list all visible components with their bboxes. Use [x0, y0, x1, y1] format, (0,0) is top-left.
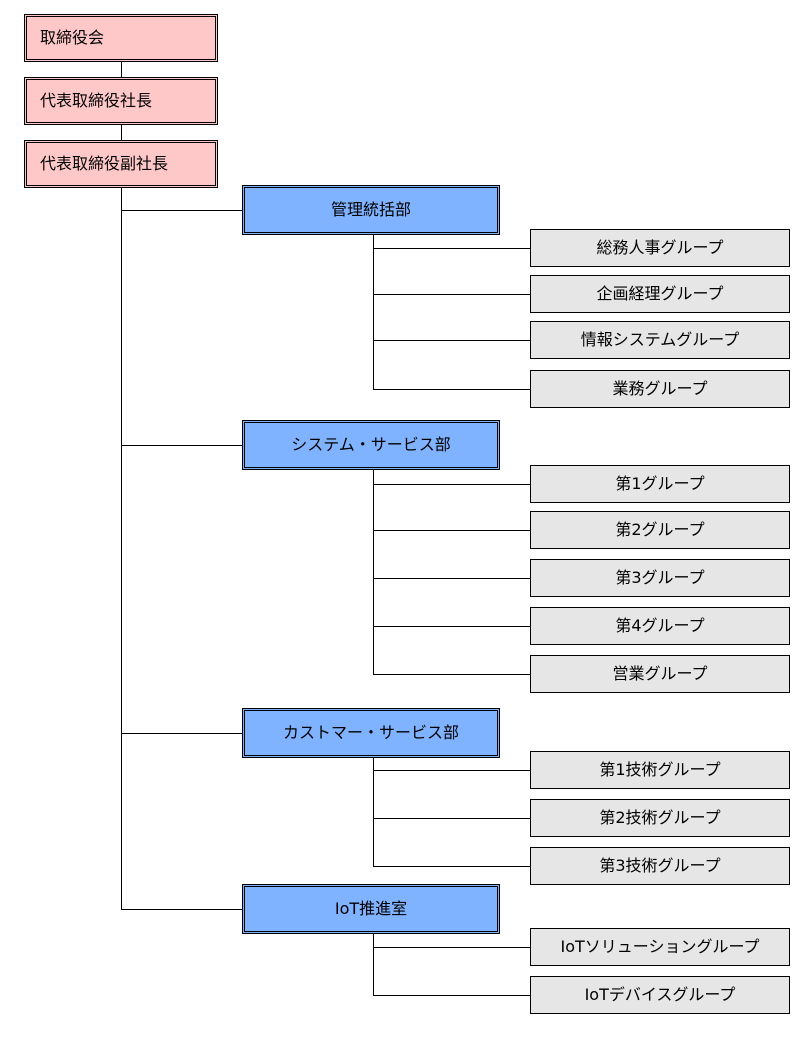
group-box-3-2: 第2技術グループ — [530, 799, 790, 837]
department-branch-line-2 — [121, 445, 242, 446]
department-box-1-label: 管理統括部 — [330, 200, 411, 219]
group-branch-line-2-1 — [373, 484, 530, 485]
group-box-2-1: 第1グループ — [530, 465, 790, 503]
group-branch-line-3-3 — [373, 866, 530, 867]
group-box-4-2-label: IoTデバイスグループ — [584, 985, 736, 1004]
group-box-2-1-label: 第1グループ — [615, 474, 705, 493]
group-box-3-1-label: 第1技術グループ — [599, 760, 721, 779]
department-3-vertical-line — [373, 758, 374, 867]
group-box-2-2: 第2グループ — [530, 511, 790, 549]
group-branch-line-2-3 — [373, 578, 530, 579]
group-box-3-3-label: 第3技術グループ — [599, 856, 721, 875]
group-branch-line-2-4 — [373, 626, 530, 627]
executive-box-3: 代表取締役副社長 — [24, 140, 218, 188]
group-box-1-2-label: 企画経理グループ — [596, 284, 724, 303]
group-branch-line-2-5 — [373, 674, 530, 675]
group-box-2-3-label: 第3グループ — [615, 568, 705, 587]
group-box-1-3: 情報システムグループ — [530, 321, 790, 359]
group-box-1-1-label: 総務人事グループ — [596, 238, 724, 257]
group-branch-line-1-1 — [373, 248, 530, 249]
group-box-1-4-label: 業務グループ — [612, 379, 708, 398]
group-box-3-3: 第3技術グループ — [530, 847, 790, 885]
group-branch-line-4-1 — [373, 947, 530, 948]
group-branch-line-1-3 — [373, 340, 530, 341]
group-box-2-5-label: 営業グループ — [612, 664, 708, 683]
group-box-1-1: 総務人事グループ — [530, 229, 790, 267]
exec-connector-2 — [121, 125, 122, 140]
department-branch-line-4 — [121, 909, 242, 910]
department-box-4: IoT推進室 — [242, 884, 500, 934]
department-box-3: カストマー・サービス部 — [242, 708, 500, 758]
exec-connector-1 — [121, 62, 122, 77]
group-box-2-2-label: 第2グループ — [615, 520, 705, 539]
executive-box-3-label: 代表取締役副社長 — [40, 154, 169, 173]
executive-box-2-label: 代表取締役社長 — [40, 91, 153, 110]
group-branch-line-3-2 — [373, 818, 530, 819]
group-box-4-2: IoTデバイスグループ — [530, 976, 790, 1014]
exec-trunk-line — [121, 188, 122, 910]
group-box-2-3: 第3グループ — [530, 559, 790, 597]
group-box-4-1: IoTソリューショングループ — [530, 928, 790, 966]
department-box-4-label: IoT推進室 — [334, 899, 408, 918]
executive-box-1: 取締役会 — [24, 14, 218, 62]
department-box-2: システム・サービス部 — [242, 420, 500, 470]
department-branch-line-3 — [121, 733, 242, 734]
group-box-1-2: 企画経理グループ — [530, 275, 790, 313]
department-1-vertical-line — [373, 235, 374, 390]
executive-box-1-label: 取締役会 — [40, 28, 105, 47]
group-box-2-5: 営業グループ — [530, 655, 790, 693]
group-branch-line-3-1 — [373, 770, 530, 771]
group-branch-line-4-2 — [373, 995, 530, 996]
executive-box-2: 代表取締役社長 — [24, 77, 218, 125]
department-4-vertical-line — [373, 934, 374, 996]
group-box-1-4: 業務グループ — [530, 370, 790, 408]
group-box-2-4: 第4グループ — [530, 607, 790, 645]
group-box-3-1: 第1技術グループ — [530, 751, 790, 789]
group-box-1-3-label: 情報システムグループ — [580, 330, 740, 349]
group-box-3-2-label: 第2技術グループ — [599, 808, 721, 827]
department-box-1: 管理統括部 — [242, 185, 500, 235]
group-branch-line-1-2 — [373, 294, 530, 295]
department-box-3-label: カストマー・サービス部 — [282, 723, 459, 742]
group-branch-line-2-2 — [373, 530, 530, 531]
group-box-4-1-label: IoTソリューショングループ — [560, 937, 760, 956]
department-box-2-label: システム・サービス部 — [291, 435, 451, 454]
department-2-vertical-line — [373, 470, 374, 675]
group-box-2-4-label: 第4グループ — [615, 616, 705, 635]
department-branch-line-1 — [121, 210, 242, 211]
group-branch-line-1-4 — [373, 389, 530, 390]
